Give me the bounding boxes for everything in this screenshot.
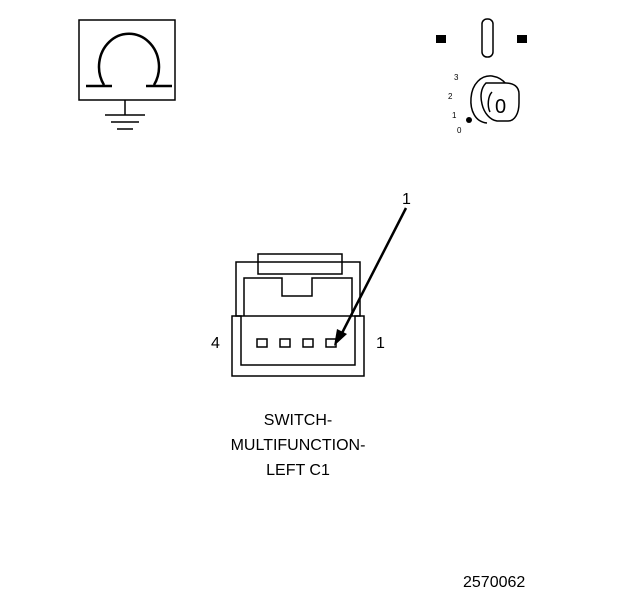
connector-pin-2 <box>302 338 314 348</box>
pin-label-right: 1 <box>376 335 385 352</box>
ignition-key-icon: 3 2 1 0 0 <box>436 18 527 135</box>
callout-arrow <box>338 207 408 338</box>
caption-line-2: MULTIFUNCTION- <box>231 437 366 454</box>
key-position-1: 1 <box>452 111 457 120</box>
callout-arrowhead <box>334 329 347 346</box>
pin-label-left: 4 <box>211 335 220 352</box>
key-label: 0 <box>495 96 506 118</box>
connector-pin-3 <box>279 338 291 348</box>
four-pin-connector-icon <box>231 253 365 377</box>
connector-caption: SWITCH- MULTIFUNCTION- LEFT C1 <box>231 412 366 479</box>
key-position-2: 2 <box>448 92 453 101</box>
caption-line-3: LEFT C1 <box>266 462 330 479</box>
connector-pin-1 <box>325 338 337 348</box>
callout-label: 1 <box>402 191 411 208</box>
caption-line-1: SWITCH- <box>264 412 332 429</box>
figure-id: 2570062 <box>463 574 525 591</box>
key-position-3: 3 <box>454 73 459 82</box>
connector-pin-4 <box>256 338 268 348</box>
key-position-0: 0 <box>457 126 462 135</box>
pin1-callout: 1 <box>334 191 411 346</box>
omega-ground-icon <box>78 19 176 130</box>
